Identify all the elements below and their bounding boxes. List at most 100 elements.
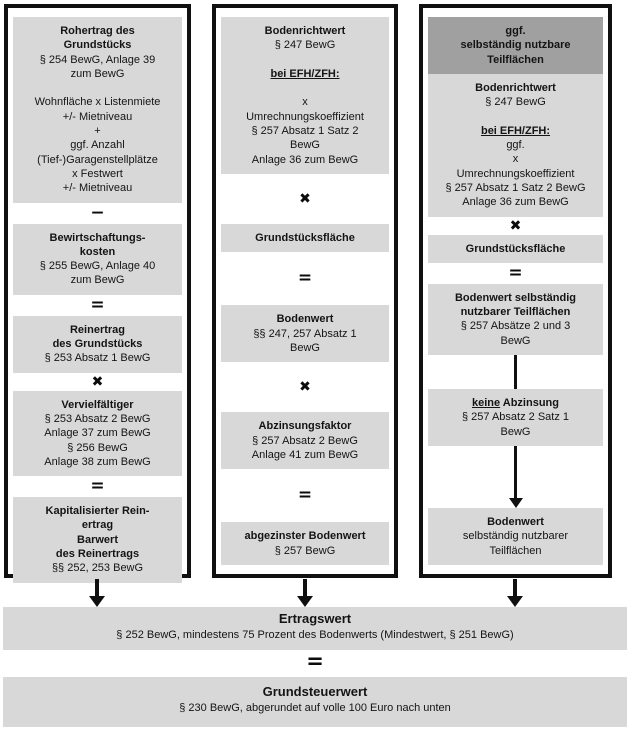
text-line: ertrag (16, 518, 179, 532)
equals-operator: = (297, 268, 313, 289)
ertragswert-title: Ertragswert (278, 611, 352, 626)
minus-operator: − (90, 202, 105, 223)
equals-operator: = (306, 649, 324, 673)
times-operator: ✖ (509, 217, 522, 234)
text-line: Barwert (16, 533, 179, 547)
text-segment: Bodenwert selbständig (454, 291, 577, 304)
text-segment: zum BewG (70, 67, 125, 80)
text-line: Kapitalisierter Rein- (16, 504, 179, 518)
text-line: §§ 247, 257 Absatz 1 (224, 327, 386, 341)
text-line: selbständig nutzbarer (431, 529, 600, 543)
equals-operator: = (90, 294, 105, 315)
text-segment: Rohertrag des (60, 25, 135, 37)
text-segment: Grundstücksfläche (255, 232, 355, 245)
text-line: § 247 BewG (431, 95, 600, 109)
text-line: § 253 Absatz 1 BewG (16, 351, 179, 365)
bewirtschaftungskosten-box: Bewirtschaftungs-kosten§ 255 BewG, Anlag… (13, 223, 182, 295)
text-segment: zum BewG (70, 274, 125, 287)
text-segment: des Reinertrags (55, 548, 140, 561)
text-segment: ggf. (505, 25, 526, 37)
text-line: Grundstücksfläche (431, 242, 600, 256)
text-line: Reinertrag (16, 323, 179, 337)
text-line: Umrechnungskoeffizient (224, 110, 386, 124)
text-line: nutzbarer Teilflächen (431, 305, 600, 319)
text-segment: §§ 247, 257 Absatz 1 (253, 327, 357, 340)
text-segment: (Tief-)Garagenstellplätze (37, 153, 158, 166)
text-segment: Bewirtschaftungs- (49, 231, 146, 244)
arrow-shaft (303, 579, 307, 596)
text-segment: § 257 BewG (274, 544, 336, 557)
text-segment: selbständig nutzbarer (462, 530, 569, 543)
text-segment: Umrechnungskoeffizient (246, 110, 364, 123)
text-line: Anlage 38 zum BewG (16, 455, 179, 469)
text-segment: BewG (500, 334, 531, 347)
text-segment: kosten (79, 245, 116, 258)
text-segment: Reinertrag (69, 323, 126, 336)
arrow-head (297, 596, 313, 607)
text-line: Anlage 37 zum BewG (16, 426, 179, 440)
text-segment: Barwert (77, 533, 118, 546)
text-segment: § 253 Absatz 1 BewG (44, 352, 151, 365)
text-segment: Anlage 41 zum BewG (251, 448, 359, 461)
text-segment: Vervielfältiger (61, 398, 134, 411)
text-line: x (224, 95, 386, 109)
text-line: § 254 BewG, Anlage 39 (16, 53, 179, 67)
text-segment: Bodenwert (276, 313, 334, 326)
text-line: Bodenrichtwert (431, 81, 600, 95)
text-line: Teilflächen (431, 53, 600, 67)
text-line: zum BewG (16, 273, 179, 287)
text-segment: § 257 Absätze 2 und 3 (460, 320, 571, 333)
text-line (224, 53, 386, 67)
arrow-shaft (514, 446, 517, 499)
text-line: § 253 Absatz 2 BewG (16, 412, 179, 426)
grundstuecksflaeche-teilflaechen-box: Grundstücksfläche (428, 234, 603, 263)
text-segment: § 247 BewG (274, 39, 336, 52)
text-segment: BewG (500, 425, 531, 438)
arrow-down-icon (507, 579, 523, 607)
text-segment: des Grundstücks (52, 338, 143, 351)
text-line: ggf. (431, 24, 600, 38)
equals-operator: = (297, 485, 313, 506)
text-segment: Teilflächen (487, 53, 544, 66)
text-line: BewG (431, 334, 600, 348)
text-line: § 257 BewG (224, 544, 386, 558)
arrow-head (507, 596, 523, 607)
text-segment: Abzinsungsfaktor (258, 420, 352, 433)
arrow-head (89, 596, 105, 607)
text-line: Teilflächen (431, 544, 600, 558)
text-line: +/- Mietniveau (16, 181, 179, 195)
text-segment: bei EFH/ZFH: (270, 67, 340, 80)
text-segment: Kapitalisierter Rein- (45, 505, 150, 518)
text-segment: §§ 252, 253 BewG (51, 562, 144, 575)
ertragswert-subtitle: § 252 BewG, mindestens 75 Prozent des Bo… (116, 628, 514, 641)
text-segment: x (302, 96, 308, 109)
text-segment: § 247 BewG (485, 96, 546, 109)
text-line: Grundstücks (16, 38, 179, 52)
text-line: keine Abzinsung (431, 396, 600, 410)
text-segment: ggf. (506, 139, 525, 152)
text-segment: +/- Mietniveau (62, 110, 133, 123)
text-line: ggf. (431, 138, 600, 152)
text-line: bei EFH/ZFH: (224, 67, 386, 81)
text-line: Anlage 36 zum BewG (224, 153, 386, 167)
text-line (431, 109, 600, 123)
text-segment: Bodenrichtwert (264, 25, 346, 37)
text-line: § 256 BewG (16, 441, 179, 455)
text-line: Bewirtschaftungs- (16, 231, 179, 245)
text-segment: BewG (290, 139, 320, 152)
text-line: +/- Mietniveau (16, 110, 179, 124)
text-segment: ggf. Anzahl (70, 139, 125, 152)
grundstuecksflaeche-box: Grundstücksfläche (221, 224, 389, 253)
text-line: Abzinsungsfaktor (224, 419, 386, 433)
text-segment: selbständig nutzbare (460, 39, 571, 52)
text-segment: § 254 BewG, Anlage 39 (39, 53, 156, 66)
times-operator: ✖ (91, 373, 104, 390)
arrow-down-icon (297, 579, 313, 607)
